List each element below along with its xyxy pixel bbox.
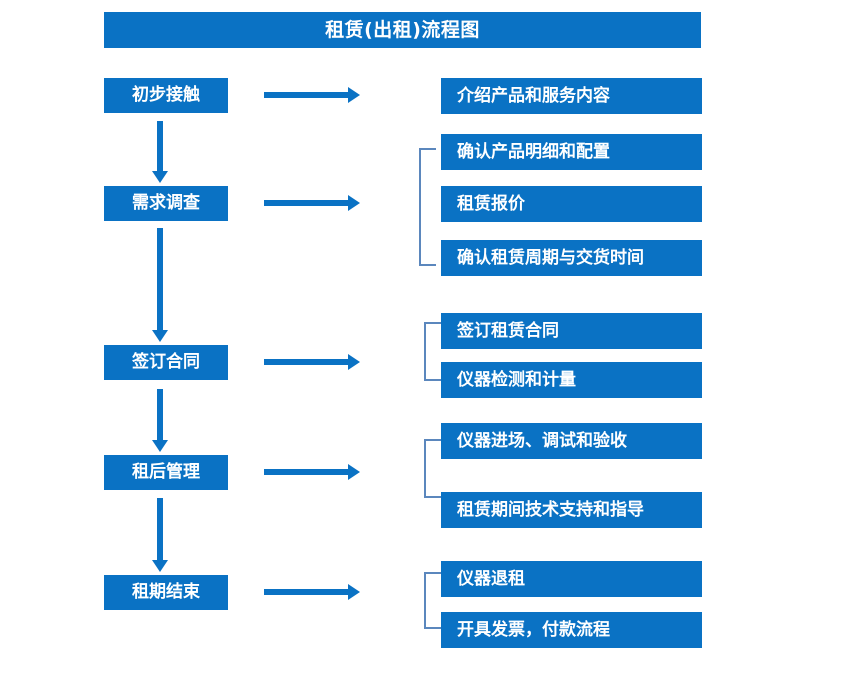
flowchart-title-bar: 租赁(出租)流程图 bbox=[104, 12, 701, 48]
stage-label: 初步接触 bbox=[132, 85, 200, 105]
detail-label: 签订租赁合同 bbox=[457, 320, 559, 341]
arrow-down-icon-2 bbox=[151, 228, 169, 342]
arrow-down-icon-3 bbox=[151, 389, 169, 452]
detail-box-confirm-product-spec[interactable]: 确认产品明细和配置 bbox=[441, 134, 702, 170]
arrow-right-icon-5 bbox=[264, 583, 360, 601]
arrow-down-icon-1 bbox=[151, 121, 169, 183]
arrow-right-icon-3 bbox=[264, 353, 360, 371]
detail-label: 仪器退租 bbox=[457, 568, 525, 589]
detail-box-confirm-rental-period[interactable]: 确认租赁周期与交货时间 bbox=[441, 240, 702, 276]
detail-box-instrument-return[interactable]: 仪器退租 bbox=[441, 561, 702, 597]
detail-box-technical-support[interactable]: 租赁期间技术支持和指导 bbox=[441, 492, 702, 528]
detail-box-invoice-payment[interactable]: 开具发票，付款流程 bbox=[441, 612, 702, 648]
detail-label: 仪器检测和计量 bbox=[457, 369, 576, 390]
detail-box-introduce-products[interactable]: 介绍产品和服务内容 bbox=[441, 78, 702, 114]
stage-box-initial-contact[interactable]: 初步接触 bbox=[104, 78, 228, 113]
detail-box-rental-quotation[interactable]: 租赁报价 bbox=[441, 186, 702, 222]
group-bracket-rental-end bbox=[424, 572, 441, 629]
stage-box-post-rental-management[interactable]: 租后管理 bbox=[104, 455, 228, 490]
stage-label: 租后管理 bbox=[132, 462, 200, 482]
page-title: 租赁(出租)流程图 bbox=[325, 18, 480, 41]
detail-label: 确认产品明细和配置 bbox=[457, 141, 610, 162]
stage-box-rental-end[interactable]: 租期结束 bbox=[104, 575, 228, 610]
detail-box-instrument-inspection[interactable]: 仪器检测和计量 bbox=[441, 362, 702, 398]
detail-label: 租赁期间技术支持和指导 bbox=[457, 499, 644, 520]
detail-label: 开具发票，付款流程 bbox=[457, 619, 610, 640]
detail-label: 租赁报价 bbox=[457, 193, 525, 214]
detail-box-instrument-installation[interactable]: 仪器进场、调试和验收 bbox=[441, 423, 702, 459]
arrow-right-icon-1 bbox=[264, 86, 360, 104]
arrow-right-icon-4 bbox=[264, 463, 360, 481]
stage-box-sign-contract[interactable]: 签订合同 bbox=[104, 345, 228, 380]
detail-label: 介绍产品和服务内容 bbox=[457, 85, 610, 106]
group-bracket-demand-survey bbox=[419, 148, 436, 266]
arrow-down-icon-4 bbox=[151, 498, 169, 572]
stage-label: 签订合同 bbox=[132, 352, 200, 372]
group-bracket-sign-contract bbox=[424, 322, 441, 381]
detail-box-sign-rental-contract[interactable]: 签订租赁合同 bbox=[441, 313, 702, 349]
stage-box-demand-survey[interactable]: 需求调查 bbox=[104, 186, 228, 221]
stage-label: 租期结束 bbox=[132, 582, 200, 602]
group-bracket-post-rental-management bbox=[424, 439, 441, 498]
stage-label: 需求调查 bbox=[132, 193, 200, 213]
detail-label: 仪器进场、调试和验收 bbox=[457, 430, 627, 451]
detail-label: 确认租赁周期与交货时间 bbox=[457, 247, 644, 268]
arrow-right-icon-2 bbox=[264, 194, 360, 212]
